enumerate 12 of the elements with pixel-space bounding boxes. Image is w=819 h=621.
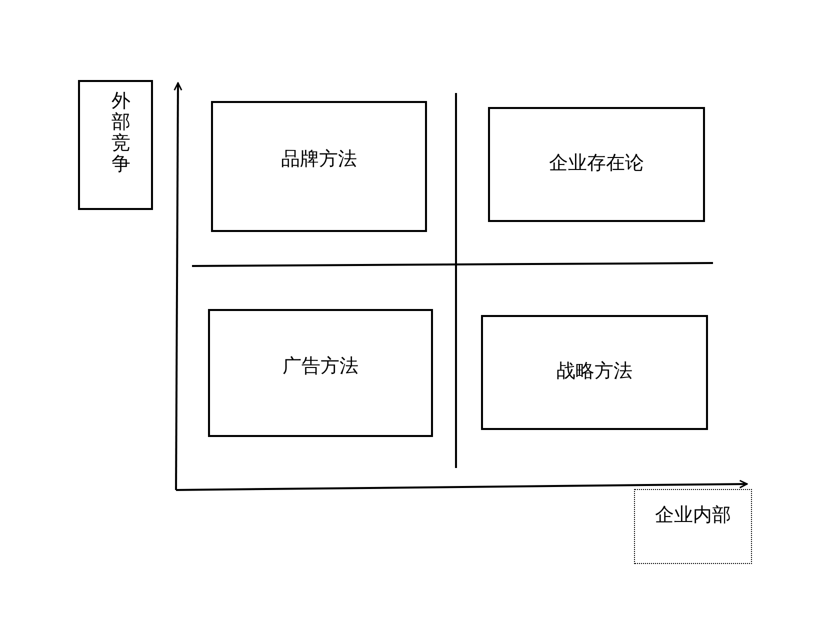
quadrant-label: 企业存在论 [548, 151, 645, 175]
axis-label-box [78, 80, 153, 210]
quadrant-box [481, 315, 708, 430]
axis-label: 企业内部 [654, 503, 732, 527]
quadrant-box [488, 107, 705, 222]
axis-label: 外部竞争 [112, 91, 130, 175]
quadrant-box [208, 309, 433, 437]
quadrant-label: 品牌方法 [280, 147, 358, 171]
axis-label-box [634, 489, 752, 564]
quadrant-label: 战略方法 [556, 359, 634, 383]
quadrant-label: 广告方法 [282, 354, 360, 378]
quadrant-box [211, 101, 427, 232]
